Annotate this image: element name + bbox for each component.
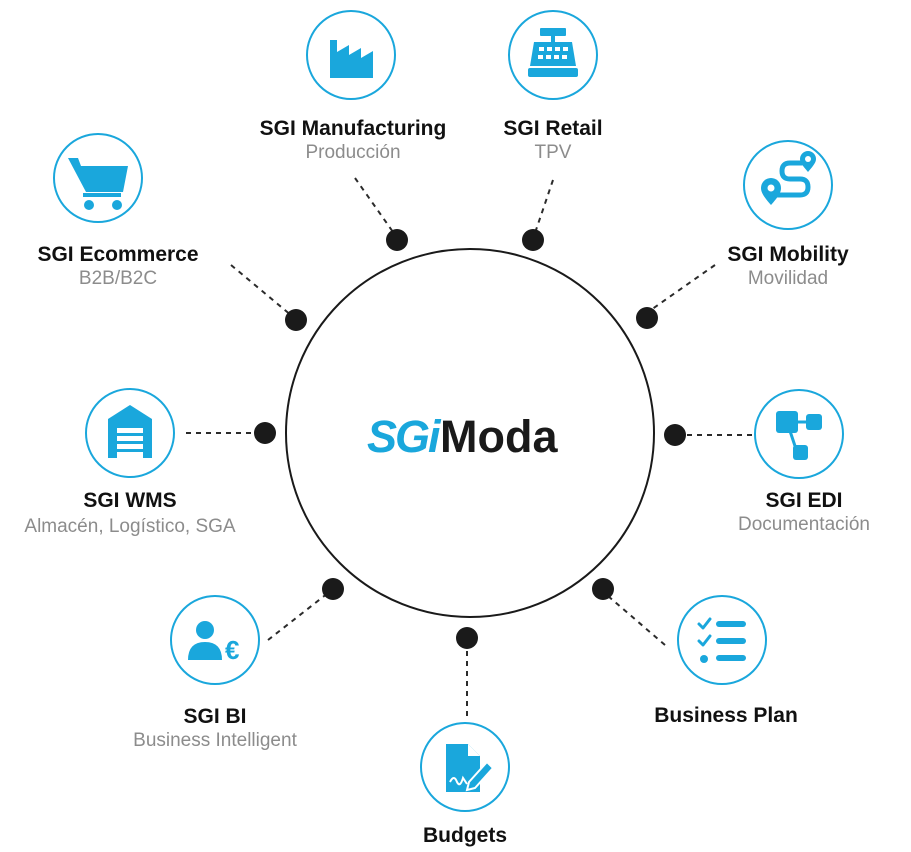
connector-mobility <box>647 264 716 313</box>
module-title: SGI Mobility <box>727 243 849 266</box>
module-mobility: SGI Mobility Movilidad <box>708 242 868 291</box>
hub-dot-wms <box>254 422 276 444</box>
warehouse-icon <box>108 405 152 458</box>
hub-dot-budgets <box>456 627 478 649</box>
hub-dot-edi <box>664 424 686 446</box>
module-bi: SGI BI Business Intelligent <box>95 704 335 753</box>
factory-icon <box>330 40 373 78</box>
module-title: SGI EDI <box>765 489 843 512</box>
module-subtitle: TPV <box>534 142 572 163</box>
module-title: SGI WMS <box>83 489 177 512</box>
module-subtitle: Almacén, Logístico, SGA <box>24 516 236 537</box>
sgi-moda-logo: SGi Moda <box>367 411 558 462</box>
connector-retail <box>534 179 554 234</box>
central-hub-circle <box>285 248 655 618</box>
route-pin-icon <box>761 151 816 205</box>
module-budgets: Budgets <box>385 823 545 848</box>
hub-dot-ecommerce <box>285 309 307 331</box>
connector-business-plan <box>607 595 666 646</box>
module-title: SGI Manufacturing <box>259 117 447 140</box>
module-subtitle: Producción <box>305 142 401 163</box>
module-wms: SGI WMS Almacén, Logístico, SGA <box>10 488 250 540</box>
module-retail: SGI Retail TPV <box>473 116 633 165</box>
logo-product: Moda <box>440 411 558 462</box>
module-title: SGI Ecommerce <box>37 243 199 266</box>
module-subtitle: Movilidad <box>747 268 829 289</box>
module-subtitle: B2B/B2C <box>78 268 158 289</box>
module-title: Budgets <box>423 824 507 847</box>
hub-dot-manufacturing <box>386 229 408 251</box>
connector-manufacturing <box>354 177 394 233</box>
module-subtitle: Documentación <box>737 514 871 535</box>
hub-dot-mobility <box>636 307 658 329</box>
shopping-cart-icon <box>68 158 128 210</box>
user-euro-icon: € <box>188 621 239 665</box>
module-manufacturing: SGI Manufacturing Producción <box>233 116 473 165</box>
module-edi: SGI EDI Documentación <box>714 488 894 537</box>
badge-mobility <box>743 140 833 230</box>
hub-dot-bi <box>322 578 344 600</box>
module-business-plan: Business Plan <box>626 703 826 728</box>
badge-edi <box>754 389 844 479</box>
checklist-icon <box>697 617 746 663</box>
svg-text:€: € <box>225 635 239 665</box>
module-title: Business Plan <box>654 704 798 727</box>
hub-dot-retail <box>522 229 544 251</box>
logo-mark: SGi <box>367 411 442 462</box>
connector-ecommerce <box>230 264 293 317</box>
module-ecommerce: SGI Ecommerce B2B/B2C <box>13 242 223 291</box>
hub-dot-business-plan <box>592 578 614 600</box>
badge-bi <box>170 595 260 685</box>
cash-register-icon <box>528 28 578 77</box>
module-title: SGI Retail <box>503 117 603 140</box>
signed-document-icon <box>446 744 495 792</box>
connector-bi <box>267 592 329 641</box>
document-flow-icon <box>776 411 822 460</box>
module-subtitle: Business Intelligent <box>133 730 297 751</box>
module-title: SGI BI <box>183 705 247 728</box>
